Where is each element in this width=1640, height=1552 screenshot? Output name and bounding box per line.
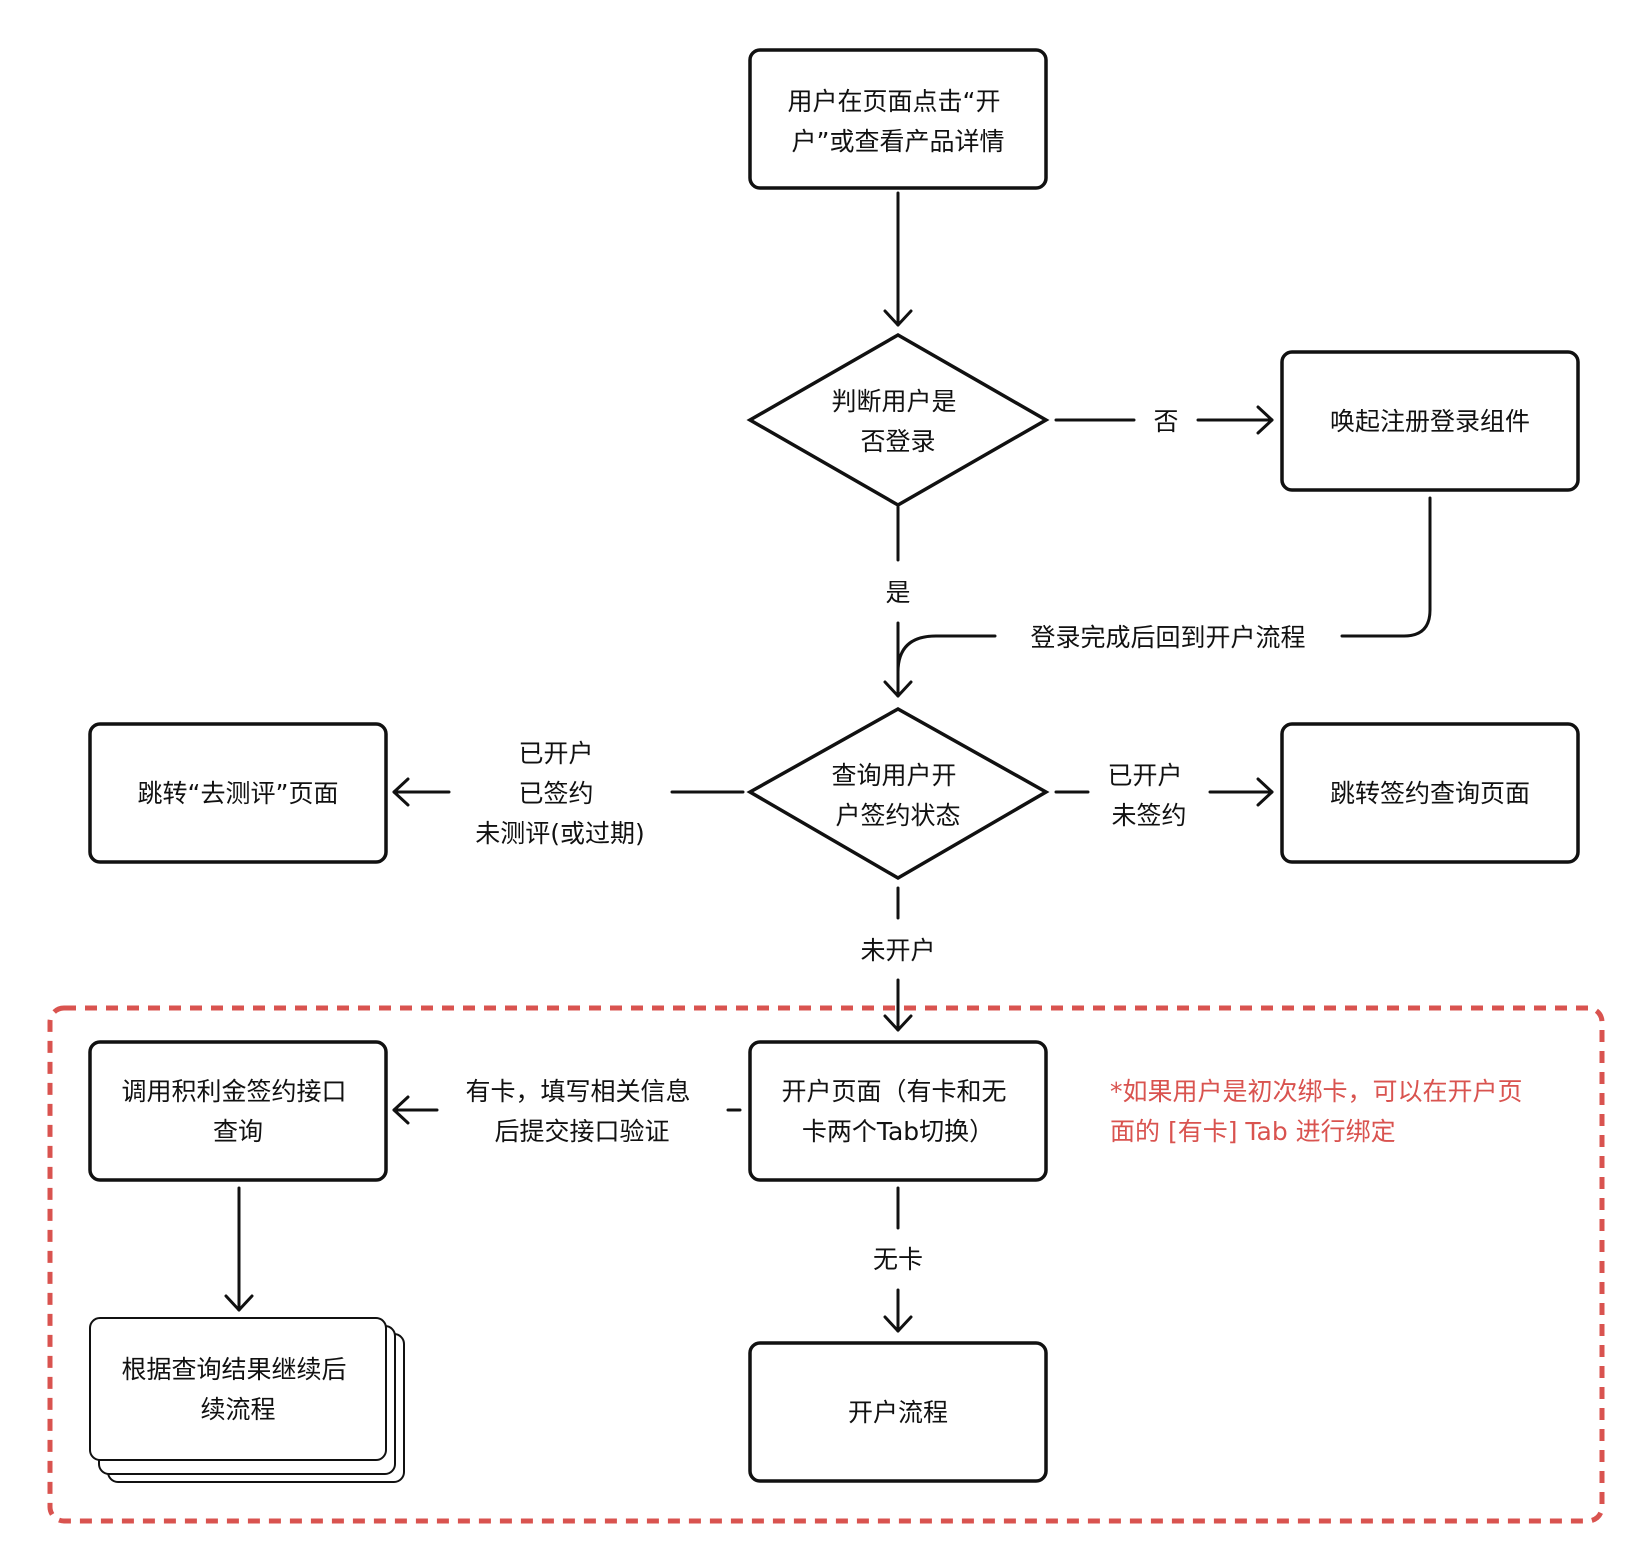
node-open-page-line-1: 开户页面（有卡和无: [782, 1077, 1007, 1106]
edge-back-after-login-seg1: [1340, 496, 1432, 638]
edge-label-opened-signed-line-3: 未测评(或过期): [475, 819, 645, 848]
edge-label-back-after-login: 登录完成后回到开户流程: [1030, 623, 1305, 652]
node-check-login: [746, 332, 1050, 508]
node-start-line-1: 用户在页面点击“开: [788, 87, 1001, 116]
arrowhead-invoke-register: [1256, 405, 1274, 435]
node-continue-flow: [89, 1317, 387, 1461]
arrowhead-check-status: [883, 680, 913, 698]
arrowhead-open-page: [883, 1014, 913, 1032]
node-continue-flow-stack: [89, 1317, 405, 1483]
node-call-api-line-2: 查询: [213, 1117, 263, 1146]
node-continue-flow-line-2: 续流程: [200, 1395, 275, 1424]
edge-label-has-card-line-1: 有卡，填写相关信息: [466, 1077, 691, 1106]
node-open-page-label: 开户页面（有卡和无 卡两个Tab切换）: [782, 1077, 1015, 1146]
edge-label-opened-signed: 已开户 已签约 未测评(或过期): [475, 739, 645, 848]
node-call-api-label: 调用积利金签约接口 查询: [122, 1077, 355, 1146]
arrowhead-call-api: [392, 1095, 410, 1125]
node-goto-assessment-label: 跳转“去测评”页面: [138, 779, 339, 808]
node-goto-assessment-line-1: 跳转“去测评”页面: [138, 779, 339, 808]
arrowhead-check-login: [883, 309, 913, 327]
node-call-api-line-1: 调用积利金签约接口: [122, 1077, 347, 1106]
node-goto-sign-query: [1280, 722, 1580, 864]
edge-label-opened-unsigned: 已开户 未签约: [1108, 761, 1191, 830]
node-check-login-line-2: 否登录: [860, 427, 935, 456]
edge-label-yes: 是: [885, 578, 910, 607]
node-check-login-label: 判断用户是 否登录: [832, 387, 965, 456]
edge-label-back-after-login-line-1: 登录完成后回到开户流程: [1030, 623, 1305, 652]
node-invoke-register-line-1: 唤起注册登录组件: [1330, 407, 1530, 436]
node-check-status: [746, 706, 1050, 881]
arrowhead-goto-assessment: [392, 777, 410, 807]
node-continue-flow-line-1: 根据查询结果继续后: [122, 1355, 347, 1384]
edge-back-after-login-seg2: [896, 634, 997, 674]
edge-label-opened-unsigned-line-1: 已开户: [1108, 761, 1183, 790]
edge-label-no-card: 无卡: [873, 1245, 923, 1274]
edge-label-not-opened-line-1: 未开户: [860, 936, 935, 965]
node-goto-sign-query-line-1: 跳转签约查询页面: [1330, 779, 1530, 808]
node-open-page-line-2: 卡两个Tab切换）: [802, 1117, 994, 1146]
node-check-status-line-1: 查询用户开: [832, 761, 957, 790]
edge-label-has-card-line-2: 后提交接口验证: [494, 1117, 669, 1146]
highlight-note: *如果用户是初次绑卡，可以在开户页 面的 [有卡] Tab 进行绑定: [1110, 1077, 1530, 1146]
node-open-flow-line-1: 开户流程: [848, 1398, 948, 1427]
edge-label-opened-unsigned-line-2: 未签约: [1111, 801, 1186, 830]
edge-label-no: 否: [1153, 407, 1178, 436]
highlight-region: [47, 1005, 1605, 1524]
arrowhead-open-flow: [883, 1315, 913, 1333]
node-invoke-register: [1280, 350, 1580, 492]
node-check-status-line-2: 户签约状态: [835, 801, 960, 830]
node-start: [748, 48, 1048, 190]
node-start-label: 用户在页面点击“开 户”或查看产品详情: [788, 87, 1009, 156]
node-continue-flow-label: 根据查询结果继续后 续流程: [122, 1355, 355, 1424]
edge-label-opened-signed-line-2: 已签约: [519, 779, 594, 808]
node-open-flow: [748, 1341, 1048, 1483]
node-check-status-label: 查询用户开 户签约状态: [832, 761, 965, 830]
edge-label-has-card: 有卡，填写相关信息 后提交接口验证: [466, 1077, 699, 1146]
arrowhead-goto-sign-query: [1256, 777, 1274, 807]
node-check-login-line-1: 判断用户是: [832, 387, 957, 416]
highlight-note-line-2: 面的 [有卡] Tab 进行绑定: [1110, 1117, 1396, 1146]
node-goto-sign-query-label: 跳转签约查询页面: [1330, 779, 1530, 808]
node-start-line-2: 户”或查看产品详情: [792, 127, 1005, 156]
node-open-flow-label: 开户流程: [848, 1398, 948, 1427]
edge-label-no-card-line-1: 无卡: [873, 1245, 923, 1274]
node-call-api: [88, 1040, 388, 1182]
highlight-note-line-1: *如果用户是初次绑卡，可以在开户页: [1110, 1077, 1523, 1106]
node-invoke-register-label: 唤起注册登录组件: [1330, 407, 1530, 436]
edge-label-not-opened: 未开户: [860, 936, 935, 965]
edge-label-opened-signed-line-1: 已开户: [519, 739, 594, 768]
node-open-page: [748, 1040, 1048, 1182]
arrowhead-continue-flow: [224, 1294, 254, 1312]
edge-label-no-line-1: 否: [1153, 407, 1178, 436]
edge-label-yes-line-1: 是: [885, 578, 910, 607]
node-goto-assessment: [88, 722, 388, 864]
